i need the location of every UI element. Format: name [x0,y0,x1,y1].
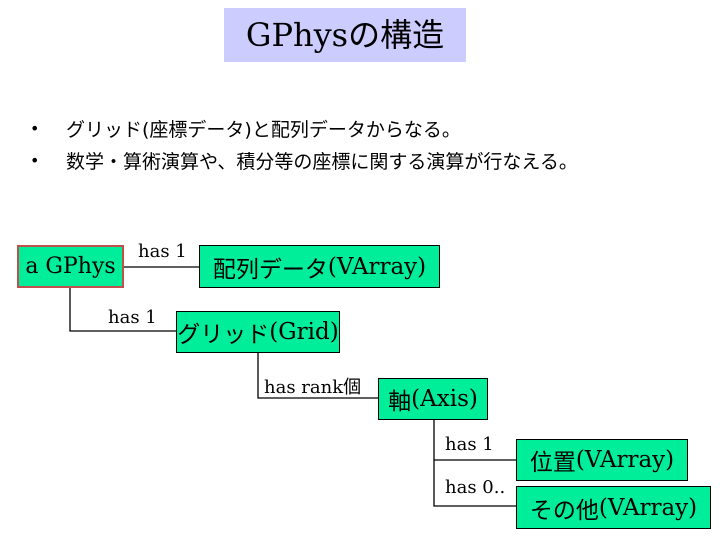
connector-root-grid [69,288,176,332]
relation-axis-position: has 1 [445,434,494,455]
node-other-varray: その他(VArray) [516,486,711,529]
node-label-en: (Axis) [411,386,478,412]
relation-axis-other: has 0.. [445,477,506,498]
bullet-list: • グリッド(座標データ)と配列データからなる。 • 数学・算術演算や、積分等の… [30,112,578,176]
node-label-jp: グリッド [177,322,270,348]
node-label-jp: 軸 [388,389,412,415]
node-label-jp: 配列データ [212,256,328,283]
node-label-jp: 位置 [529,450,576,476]
node-label-jp: その他 [529,497,599,524]
node-label-en: (VArray) [327,253,427,280]
bullet-item: • グリッド(座標データ)と配列データからなる。 [30,112,578,144]
bullet-dot: • [30,118,40,138]
relation-root-data: has 1 [138,241,187,262]
bullet-dot: • [30,150,40,170]
relation-grid-axis: has rank個 [264,377,362,398]
node-label-en: (VArray) [598,494,698,521]
node-gphys: a GPhys [17,245,124,288]
connector-grid-axis [257,353,378,399]
bullet-text: グリッド(座標データ)と配列データからなる。 [66,118,461,141]
node-label-en: (Grid) [269,319,339,345]
slide-title: GPhysの構造 [245,16,445,54]
connector-axis-children [433,420,516,507]
bullet-text: 数学・算術演算や、積分等の座標に関する演算が行なえる。 [66,150,578,173]
node-gphys-label: a GPhys [25,254,116,279]
bullet-item: • 数学・算術演算や、積分等の座標に関する演算が行なえる。 [30,144,578,176]
node-position-varray: 位置(VArray) [516,439,688,481]
title-box: GPhysの構造 [224,8,466,62]
relation-root-grid: has 1 [108,307,157,328]
node-data-varray: 配列データ(VArray) [199,245,440,288]
node-label-en: (VArray) [575,447,675,473]
node-axis: 軸(Axis) [378,378,488,420]
node-grid: グリッド(Grid) [176,311,340,353]
